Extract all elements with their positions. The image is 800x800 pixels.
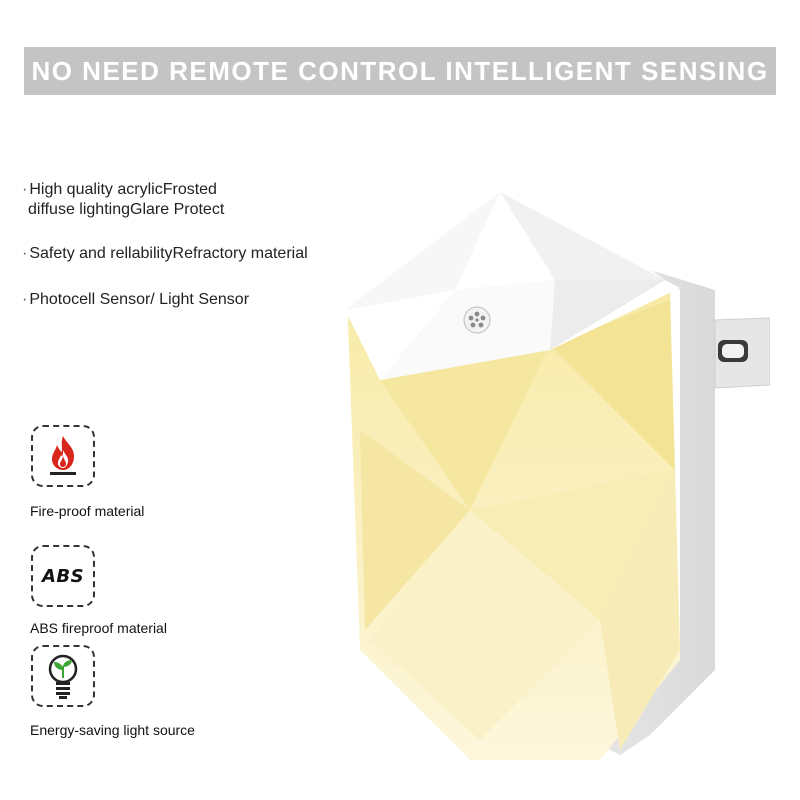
abs-icon: ABS [41, 565, 85, 587]
feature-3-line-1: Photocell Sensor/ Light Sensor [29, 291, 250, 308]
facet [550, 300, 675, 470]
eco-bulb-icon [48, 654, 78, 699]
feature-item-3: ·Photocell Sensor/ Light Sensor [22, 290, 249, 310]
facet [600, 470, 680, 750]
cap-facet [380, 280, 555, 380]
fire-proof-caption: Fire-proof material [30, 503, 145, 519]
energy-saving-badge [31, 645, 95, 707]
feature-2-line-1: Safety and rellabilityRefractory materia… [29, 245, 308, 262]
cap-facet [500, 192, 665, 280]
feature-item-2: ·Safety and rellabilityRefractory materi… [22, 244, 308, 264]
cap-facet [550, 280, 665, 350]
flame-icon [50, 436, 76, 475]
fire-proof-badge [31, 425, 95, 487]
abs-badge: ABS [31, 545, 95, 607]
cap-facet [345, 192, 500, 310]
feature-1-line-2: diffuse lightingGlare Protect [28, 201, 225, 218]
feature-item-1: ·High quality acrylicFrosted diffuse lig… [22, 180, 224, 220]
facet [380, 345, 550, 510]
light-sensor-icon [463, 306, 491, 334]
bullet: · [22, 181, 28, 198]
energy-saving-caption: Energy-saving light source [30, 722, 195, 738]
night-light-device [345, 188, 770, 760]
bullet: · [22, 291, 28, 308]
plug-prong [714, 317, 770, 389]
facet [470, 470, 675, 620]
feature-1-line-1: High quality acrylicFrosted [29, 181, 217, 198]
abs-caption: ABS fireproof material [30, 620, 167, 636]
facet [360, 430, 470, 630]
bullet: · [22, 245, 28, 262]
top-banner: NO NEED REMOTE CONTROL INTELLIGENT SENSI… [24, 47, 776, 95]
facet [370, 510, 600, 740]
banner-title: NO NEED REMOTE CONTROL INTELLIGENT SENSI… [31, 55, 769, 86]
